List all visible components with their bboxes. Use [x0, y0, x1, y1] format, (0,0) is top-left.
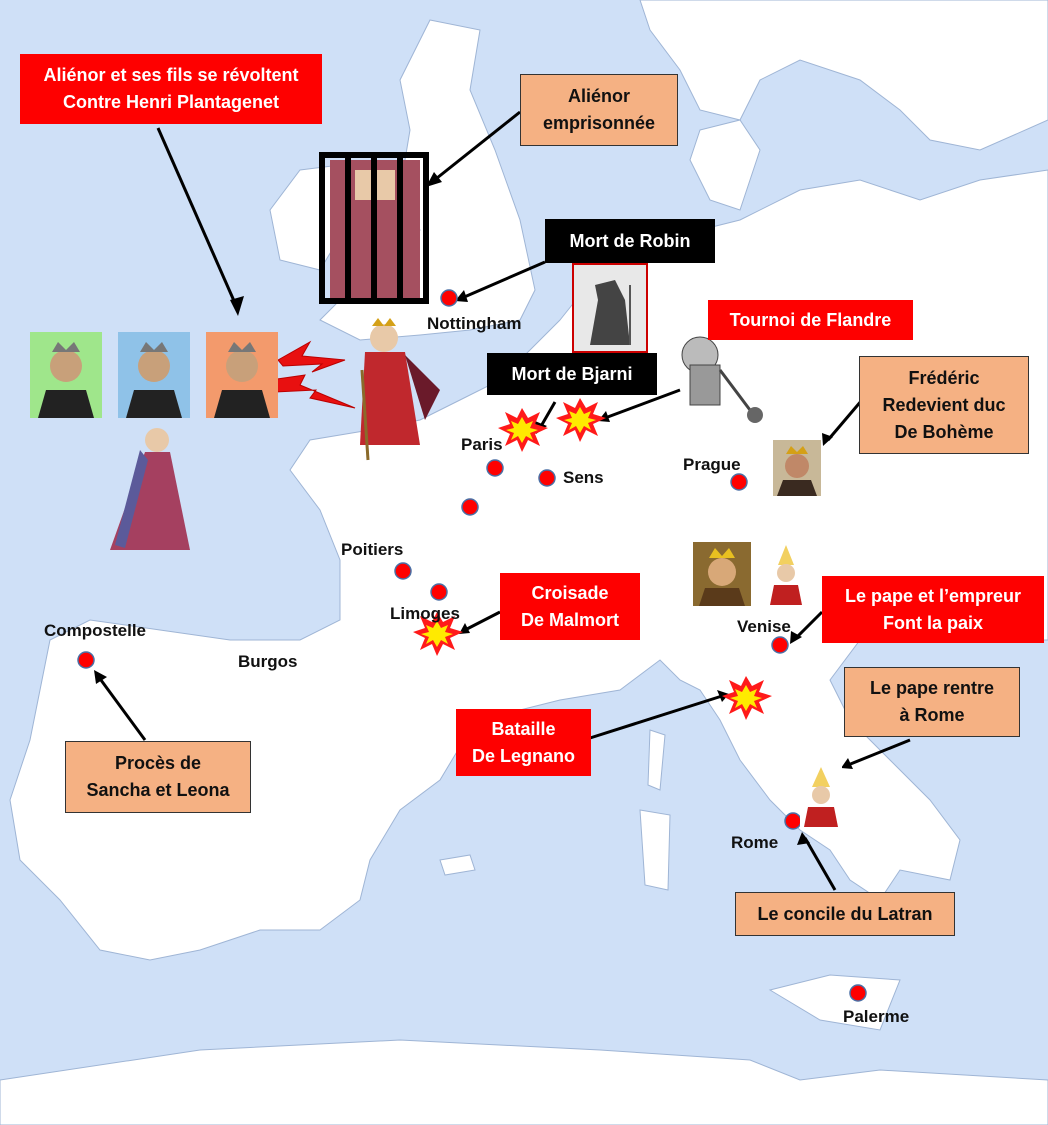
event-text: De Bohème [894, 421, 994, 442]
event-text: Le pape et l’empreur [844, 585, 1022, 606]
explosion-icon [556, 398, 606, 442]
city-marker [784, 812, 802, 830]
event-text: De Malmort [520, 609, 619, 630]
pope-portrait [800, 765, 842, 827]
city-marker [849, 984, 867, 1002]
event-text: De Legnano [471, 745, 575, 766]
event-text: Tournoi de Flandre [729, 309, 892, 330]
city-label-palerme: Palerme [843, 1007, 910, 1026]
event-proces: Procès de Sancha et Leona [65, 741, 251, 813]
grim-reaper-icon [572, 263, 648, 353]
city-marker [771, 636, 789, 654]
event-text: Croisade [531, 582, 609, 603]
land-sardinia [639, 809, 671, 891]
event-text: Font la paix [882, 612, 983, 633]
land-sicily [768, 974, 901, 1031]
land-scandinavia [639, 0, 1048, 151]
city-marker [461, 498, 479, 516]
event-text: Le concile du Latran [757, 903, 933, 924]
connector-arrows [96, 110, 911, 891]
pope-portrait [766, 543, 806, 605]
city-label-paris: Paris [461, 435, 503, 454]
event-text: Procès de [114, 753, 202, 773]
land-africa [0, 1039, 1048, 1125]
lightning-icon [277, 340, 346, 373]
event-text: Bataille [491, 718, 556, 739]
city-markers [77, 289, 867, 1002]
event-mort-robin: Mort de Robin [545, 219, 715, 263]
king-portrait [693, 542, 751, 606]
city-marker [486, 459, 504, 477]
city-label-burgos: Burgos [238, 652, 298, 671]
city-label-poitiers: Poitiers [341, 540, 404, 559]
event-text: Contre Henri Plantagenet [62, 92, 280, 112]
event-frederic: Frédéric Redevient duc De Bohème [859, 356, 1029, 454]
event-text: Le pape rentre [869, 678, 995, 698]
city-marker [77, 651, 95, 669]
event-text: à Rome [899, 705, 965, 725]
queen-figure-icon [110, 428, 190, 550]
event-alienor-revolt: Aliénor et ses fils se révoltent Contre … [20, 54, 322, 124]
city-marker [430, 583, 448, 601]
prison-bars-icon [319, 152, 429, 304]
arrow-heads [94, 172, 853, 845]
event-concile: Le concile du Latran [735, 892, 955, 936]
event-text: emprisonnée [542, 113, 656, 133]
event-alienor-prison: Aliénor emprisonnée [520, 74, 678, 146]
explosion-icon [498, 408, 548, 452]
event-tournoi-flandre: Tournoi de Flandre [708, 300, 913, 340]
king-portrait [773, 440, 821, 496]
event-mort-bjarni: Mort de Bjarni [487, 353, 657, 395]
event-bataille: Bataille De Legnano [456, 709, 591, 776]
city-label-sens: Sens [563, 468, 604, 487]
city-label-prague: Prague [683, 455, 741, 474]
king-portrait [118, 332, 190, 418]
city-marker [538, 469, 556, 487]
event-text: Mort de Robin [569, 230, 691, 251]
city-label-compostelle: Compostelle [44, 621, 147, 640]
knight-icon [681, 336, 763, 423]
land-balearic [439, 854, 476, 876]
explosion-icon [413, 612, 463, 656]
land-corsica [647, 729, 666, 791]
event-text: Mort de Bjarni [511, 363, 633, 384]
event-pape-rome: Le pape rentre à Rome [844, 667, 1020, 737]
event-croisade: Croisade De Malmort [500, 573, 640, 640]
event-text: Aliénor [567, 86, 630, 106]
city-marker [730, 473, 748, 491]
explosion-icon [722, 676, 772, 720]
king-portrait [30, 332, 102, 418]
event-text: Aliénor et ses fils se révoltent [43, 65, 299, 85]
event-text: Frédéric [908, 367, 980, 388]
city-label-limoges: Limoges [390, 604, 460, 623]
city-label-nottingham: Nottingham [427, 314, 522, 333]
event-text: Redevient duc [882, 394, 1006, 415]
king-figure-icon [360, 318, 440, 461]
city-label-rome: Rome [731, 833, 779, 852]
event-pape-empereur: Le pape et l’empreur Font la paix [822, 576, 1044, 643]
city-marker [440, 289, 458, 307]
king-portrait [206, 332, 278, 418]
city-label-venise: Venise [737, 617, 791, 636]
land-denmark [689, 119, 761, 211]
lightning-icon [269, 374, 356, 409]
city-marker [394, 562, 412, 580]
event-text: Sancha et Leona [86, 780, 230, 800]
